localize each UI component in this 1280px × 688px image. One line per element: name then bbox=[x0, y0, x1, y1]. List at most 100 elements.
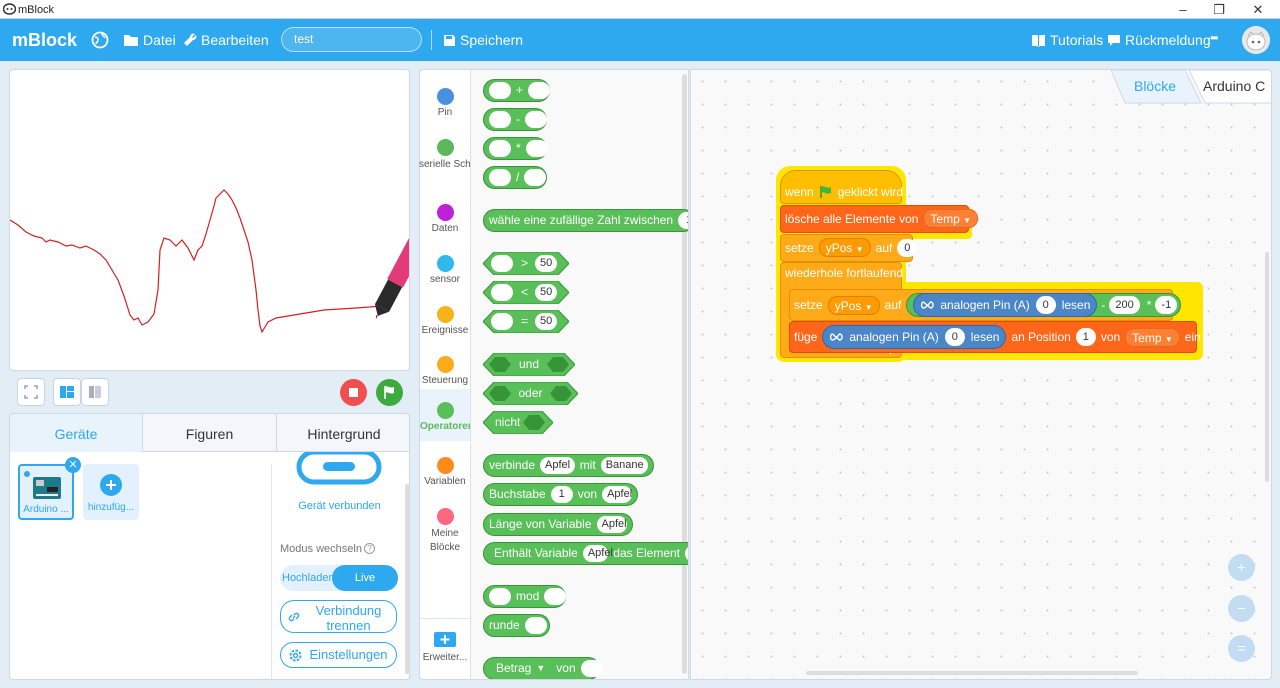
letter-index-slot[interactable]: 1 bbox=[550, 486, 573, 503]
tab-arduino-c[interactable]: Arduino C bbox=[1203, 78, 1266, 94]
code-workspace[interactable]: Blöcke Arduino C wenn geklickt wird lösc… bbox=[690, 69, 1272, 680]
stage-canvas[interactable] bbox=[9, 69, 410, 371]
user-avatar[interactable] bbox=[1242, 26, 1270, 54]
block-greater[interactable]: > 50 bbox=[483, 252, 569, 275]
slot[interactable] bbox=[525, 111, 547, 128]
category-control[interactable]: Steuerung bbox=[420, 343, 470, 393]
analog-read-block[interactable]: analogen Pin (A) 0 lesen bbox=[822, 325, 1007, 349]
slot[interactable] bbox=[524, 169, 547, 186]
length-word-slot[interactable]: Apfel bbox=[596, 516, 627, 533]
block-mod[interactable]: mod bbox=[483, 585, 567, 608]
language-button[interactable] bbox=[91, 31, 109, 49]
multiply-block[interactable]: analogen Pin (A) 0 lesen - 200 * -1 bbox=[906, 293, 1182, 317]
zoom-reset-button[interactable]: = bbox=[1228, 635, 1255, 662]
category-pin[interactable]: Pin bbox=[420, 75, 470, 125]
block-divide[interactable]: / bbox=[483, 166, 547, 189]
forever-block[interactable] bbox=[780, 262, 902, 290]
category-serial[interactable]: serielle Schnittstelle bbox=[419, 126, 477, 176]
save-button[interactable]: Speichern bbox=[443, 32, 523, 48]
block-equal[interactable]: = 50 bbox=[483, 310, 569, 333]
project-name-input[interactable]: test bbox=[281, 27, 422, 52]
position-slot[interactable]: 1 bbox=[1075, 328, 1096, 346]
mode-toggle[interactable]: Hochladen Live bbox=[280, 565, 398, 591]
block-multiply[interactable]: * bbox=[483, 137, 548, 160]
extensions-button[interactable]: Erweiter... bbox=[420, 622, 470, 672]
maximize-button[interactable]: ❐ bbox=[1213, 2, 1225, 17]
slot[interactable] bbox=[580, 660, 603, 677]
category-data[interactable]: Daten bbox=[420, 191, 470, 241]
hat-block[interactable] bbox=[780, 170, 902, 204]
tab-blocks[interactable]: Blöcke bbox=[1133, 78, 1177, 94]
block-abs[interactable]: Betrag▼von bbox=[483, 657, 603, 679]
palette-scrollbar[interactable] bbox=[682, 74, 687, 674]
green-flag-button[interactable] bbox=[376, 379, 403, 406]
factor-slot[interactable]: -1 bbox=[1155, 296, 1178, 314]
block-round[interactable]: runde bbox=[483, 614, 550, 637]
device-panel-scrollbar[interactable] bbox=[405, 484, 409, 674]
help-icon[interactable]: ? bbox=[364, 543, 375, 554]
variable-dropdown[interactable]: yPos ▼ bbox=[818, 238, 871, 257]
feedback-button[interactable]: Rückmeldung bbox=[1107, 32, 1211, 48]
tab-sprites[interactable]: Figuren bbox=[143, 414, 277, 452]
value-slot[interactable]: 50 bbox=[535, 255, 558, 272]
category-sensor[interactable]: sensor bbox=[420, 242, 470, 292]
slot[interactable] bbox=[525, 140, 548, 157]
random-from-slot[interactable]: 1 bbox=[678, 212, 688, 229]
slot[interactable] bbox=[544, 588, 567, 605]
block-not[interactable]: nicht bbox=[483, 411, 553, 434]
block-less[interactable]: < 50 bbox=[483, 281, 569, 304]
set-value-slot[interactable]: 0 bbox=[897, 238, 918, 257]
slot[interactable] bbox=[528, 82, 551, 99]
slot[interactable] bbox=[524, 617, 547, 634]
slot[interactable] bbox=[489, 588, 511, 605]
tab-devices[interactable]: Geräte bbox=[10, 414, 143, 452]
slot[interactable] bbox=[491, 255, 513, 272]
add-device-button[interactable]: hinzufüg... bbox=[83, 464, 139, 520]
close-window-button[interactable]: ✕ bbox=[1252, 2, 1264, 17]
subtract-block[interactable]: analogen Pin (A) 0 lesen - 200 bbox=[910, 293, 1143, 317]
category-variables[interactable]: Variablen bbox=[420, 444, 470, 494]
block-add[interactable]: + bbox=[483, 79, 551, 102]
remove-device-button[interactable]: ✕ bbox=[65, 457, 81, 473]
stop-button[interactable] bbox=[340, 379, 367, 406]
slot[interactable] bbox=[489, 111, 511, 128]
zoom-out-button[interactable]: − bbox=[1228, 595, 1255, 622]
variable-dropdown[interactable]: yPos ▼ bbox=[827, 295, 880, 315]
block-or[interactable]: oder bbox=[483, 382, 578, 405]
pin-slot[interactable]: 0 bbox=[944, 328, 965, 346]
contains-word-slot[interactable]: Apfel bbox=[582, 545, 613, 562]
slot[interactable] bbox=[685, 545, 688, 562]
category-operators[interactable]: Operatoren bbox=[420, 389, 474, 441]
zoom-in-button[interactable]: + bbox=[1228, 554, 1255, 581]
category-events[interactable]: Ereignisse bbox=[420, 293, 470, 343]
analog-read-block[interactable]: analogen Pin (A) 0 lesen bbox=[913, 293, 1098, 317]
edit-menu[interactable]: Bearbeiten bbox=[183, 32, 269, 48]
slot[interactable] bbox=[491, 284, 513, 301]
file-menu[interactable]: Datei bbox=[123, 32, 176, 48]
block-random[interactable]: wähle eine zufällige Zahl zwischen1 bbox=[483, 209, 688, 232]
workspace-horizontal-scrollbar[interactable] bbox=[806, 671, 1138, 675]
join-a-slot[interactable]: Apfel bbox=[540, 457, 575, 474]
mode-upload-option[interactable]: Hochladen bbox=[282, 572, 335, 584]
value-slot[interactable]: 50 bbox=[535, 284, 558, 301]
slot[interactable] bbox=[489, 82, 511, 99]
block-subtract[interactable]: - bbox=[483, 108, 547, 131]
slot[interactable] bbox=[491, 313, 513, 330]
settings-button[interactable]: Einstellungen bbox=[280, 642, 397, 668]
tutorials-button[interactable]: Tutorials bbox=[1031, 32, 1103, 48]
disconnect-button[interactable]: Verbindung trennen bbox=[280, 600, 397, 633]
mode-live-option[interactable]: Live bbox=[332, 565, 398, 591]
workspace-vertical-scrollbar[interactable] bbox=[1265, 252, 1269, 482]
list-dropdown[interactable]: Temp ▼ bbox=[1125, 327, 1180, 347]
layout-small-stage-button[interactable] bbox=[81, 378, 109, 406]
device-arduino[interactable]: Arduino ... bbox=[18, 464, 74, 520]
letter-word-slot[interactable]: Apfel bbox=[602, 486, 632, 503]
slot[interactable] bbox=[489, 140, 511, 157]
tab-backdrops[interactable]: Hintergrund bbox=[277, 414, 409, 452]
join-b-slot[interactable]: Banane bbox=[600, 457, 648, 474]
block-and[interactable]: und bbox=[483, 353, 575, 376]
